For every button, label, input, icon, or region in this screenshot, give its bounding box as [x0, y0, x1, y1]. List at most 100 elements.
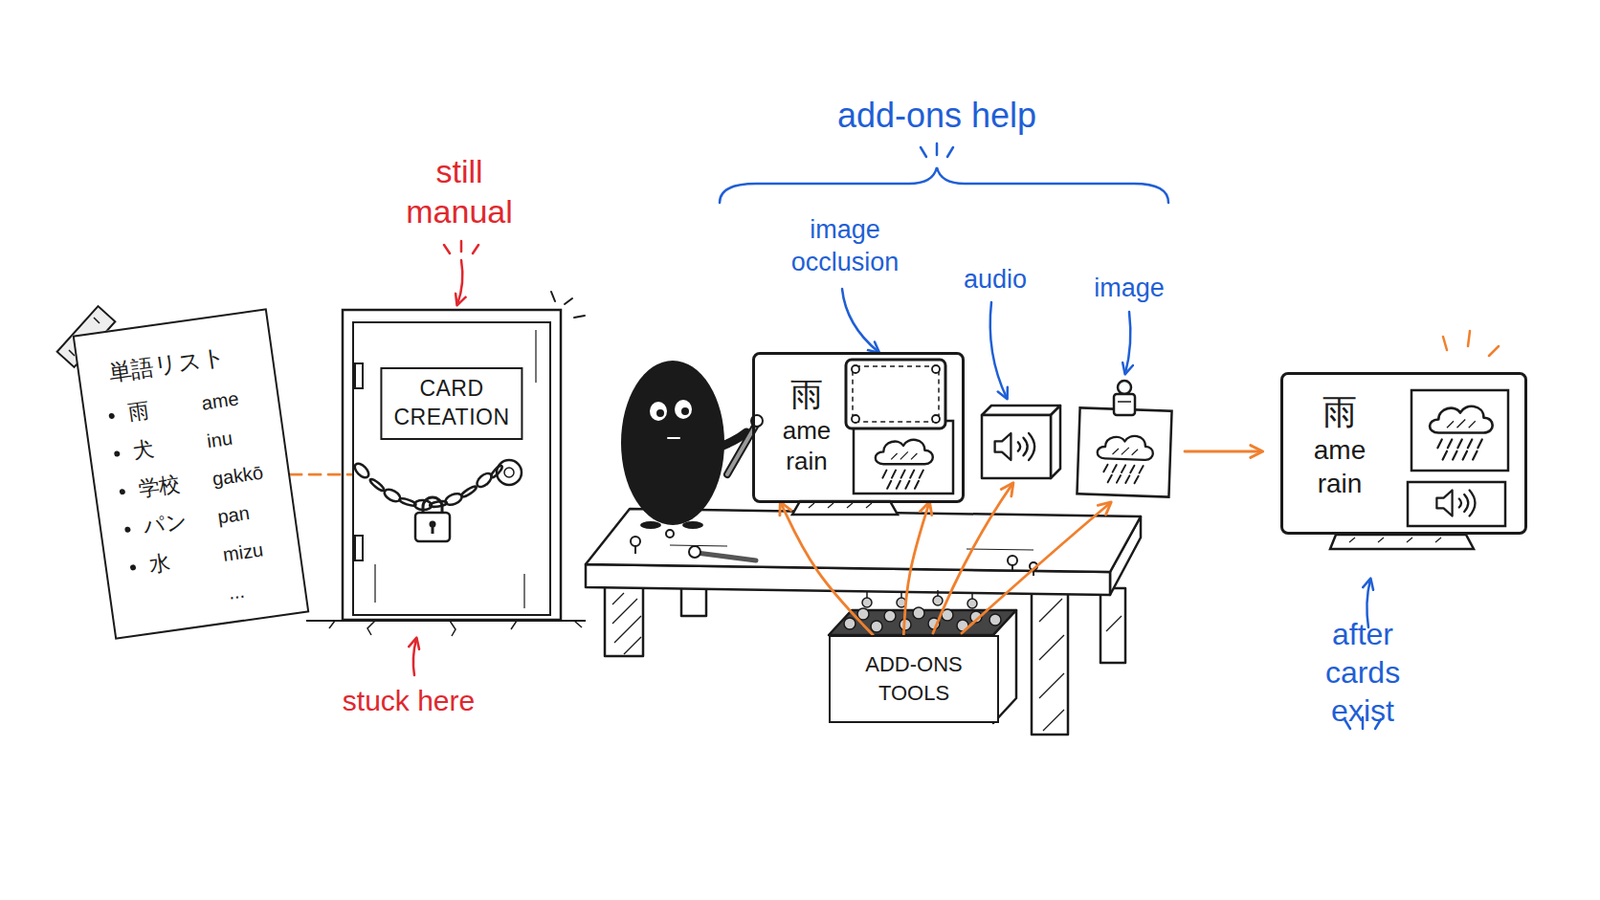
finished-card-backing — [1411, 390, 1509, 471]
workbench — [612, 593, 1122, 732]
finished-card-backing — [1429, 406, 1493, 461]
bullet-dot — [108, 413, 115, 421]
finished-card-backing — [1349, 537, 1442, 543]
word: パン — [141, 503, 220, 543]
card-text: ame — [768, 415, 845, 447]
character — [649, 401, 667, 422]
chain — [352, 461, 372, 481]
orange-arrows — [1184, 450, 1262, 454]
finished-card-backing — [1280, 372, 1528, 535]
occlusion-plate — [852, 366, 939, 423]
bolts — [870, 621, 883, 633]
speaker-block — [981, 405, 1061, 479]
blue-arrows — [1125, 311, 1131, 374]
chain — [489, 464, 504, 479]
spacer — [131, 590, 229, 610]
padlock — [415, 497, 450, 542]
arrow-connector — [780, 503, 873, 636]
word: 学校 — [136, 465, 215, 505]
character — [621, 360, 747, 530]
clipped-picture — [1113, 394, 1135, 416]
locked-door: CARD CREATION — [352, 321, 552, 617]
bullet-dot — [130, 564, 137, 572]
loose-parts — [634, 546, 637, 555]
red-arrows — [413, 241, 479, 676]
connectors — [289, 474, 930, 636]
reading: gakkō — [210, 461, 265, 490]
door-knob — [504, 467, 514, 478]
orange-arrows — [961, 503, 1111, 634]
card-backing — [792, 501, 898, 515]
word: 犬 — [131, 427, 209, 467]
character — [621, 360, 725, 526]
bolts — [862, 598, 872, 608]
bullet-dot — [124, 527, 132, 534]
workbench — [1100, 588, 1126, 664]
sign-text: CARD CREATION — [393, 375, 510, 433]
workbench — [604, 585, 644, 657]
card-text: rain — [768, 445, 845, 478]
chain — [444, 491, 464, 508]
picture-panel — [875, 440, 934, 489]
clipped-picture — [1076, 407, 1172, 497]
red-arrows — [457, 260, 463, 305]
character — [667, 437, 680, 440]
bolts — [866, 590, 973, 600]
bullet-dot — [113, 450, 121, 458]
box-label: ADD-ONS TOOLS — [842, 650, 986, 708]
finished-card-backing — [1443, 331, 1499, 356]
occlusion-plate — [932, 415, 940, 423]
bolts — [912, 607, 925, 620]
bolts — [967, 599, 978, 609]
reading: pan — [216, 502, 251, 529]
door-frame — [306, 291, 586, 637]
list-row: 雨ame — [102, 376, 265, 437]
speaker-block — [1050, 405, 1061, 479]
card-text-column: 雨amerain — [1296, 390, 1383, 501]
loose-parts — [696, 553, 756, 561]
speaker-block — [981, 415, 1051, 479]
finished-card-backing — [1280, 331, 1528, 550]
bolts — [933, 596, 943, 606]
clipped-picture — [1096, 435, 1155, 485]
reading: mizu — [222, 538, 266, 567]
orange-arrows — [933, 484, 1013, 634]
clipped-picture — [1076, 407, 1172, 497]
finished-flashcard: 雨amerain — [1280, 372, 1528, 535]
callout-note: stuck here — [342, 683, 475, 720]
door-frame — [329, 621, 582, 637]
finished-card-backing — [1330, 534, 1474, 550]
red-arrows — [444, 241, 479, 254]
dashed-connector — [289, 473, 353, 477]
padlock — [431, 525, 435, 534]
character — [640, 521, 662, 530]
chain — [368, 477, 385, 492]
reading: ... — [226, 579, 246, 604]
character — [674, 400, 692, 420]
loose-parts — [1007, 555, 1018, 566]
padlock — [415, 512, 450, 542]
card-backing — [752, 352, 965, 504]
workbench — [1031, 593, 1068, 735]
door-sign: CARD CREATION — [379, 367, 523, 441]
speaker-block — [981, 405, 1061, 416]
clipped-picture — [1117, 380, 1132, 395]
door-frame — [551, 291, 585, 318]
card-text: 雨 — [768, 374, 845, 416]
list-heading: 単語リスト — [96, 337, 258, 390]
toolbox: ADD-ONS TOOLS — [828, 635, 1000, 724]
bolts — [989, 614, 1001, 626]
door-frame — [355, 535, 363, 561]
callout-note: still manual — [405, 151, 513, 233]
occlusion-plate — [845, 359, 946, 429]
speaker-block — [995, 433, 1036, 461]
reading: ame — [200, 387, 241, 415]
blue-arrows — [842, 288, 879, 353]
orange-arrows — [933, 451, 1262, 634]
bolts — [884, 610, 896, 623]
bolts — [844, 618, 856, 630]
door-frame — [355, 363, 363, 389]
bullet-dot — [119, 488, 127, 496]
finished-card-backing — [1407, 482, 1506, 527]
blue-brace — [719, 167, 1169, 203]
